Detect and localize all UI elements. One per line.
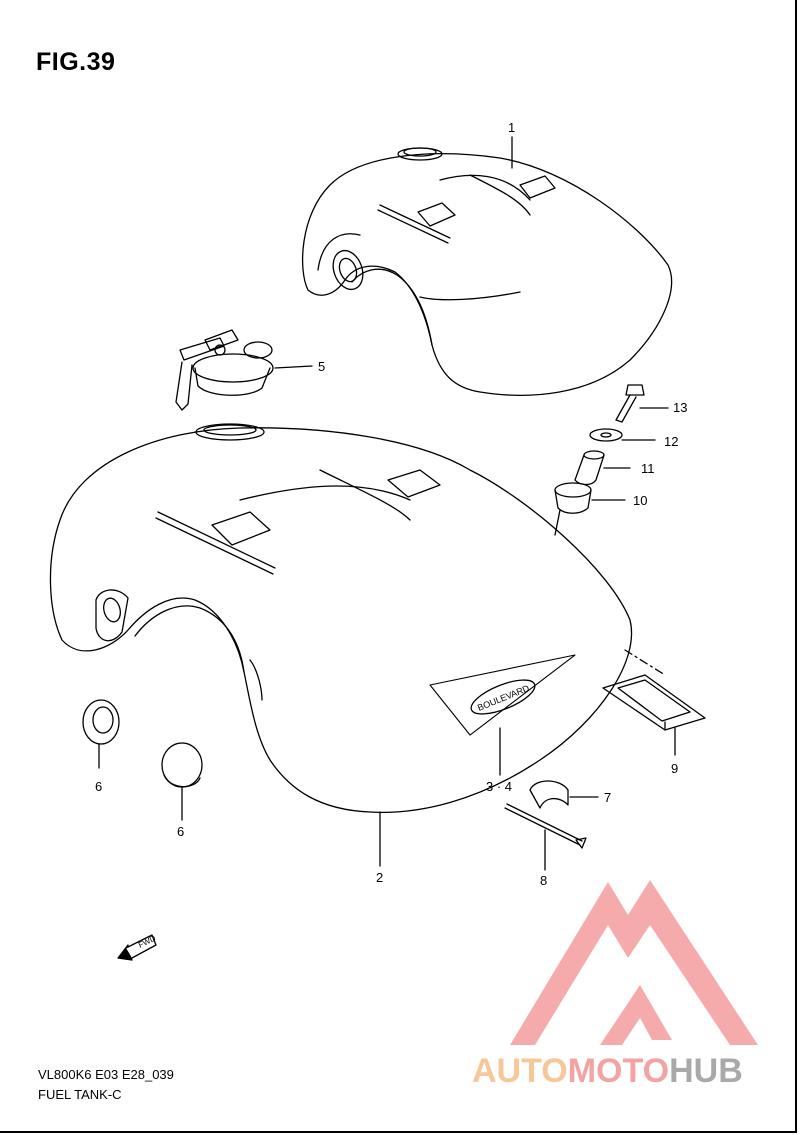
leader-line-5 <box>274 365 313 369</box>
grommet-lower <box>161 742 203 821</box>
fuel-tank-small <box>301 147 673 396</box>
callout-6-lower: 6 <box>177 824 184 839</box>
leader-line-10 <box>554 509 561 536</box>
model-code: VL800K6 E03 E28_039 <box>38 1067 174 1082</box>
bolt-part-13 <box>615 384 669 423</box>
callout-2: 2 <box>376 870 383 885</box>
callout-11: 11 <box>641 461 655 476</box>
watermark-logo-icon <box>510 880 758 1045</box>
clamp-part-7 <box>529 780 599 809</box>
watermark-part-moto: MOTO <box>567 1052 670 1090</box>
fuel-tank-main <box>49 423 633 814</box>
callout-12: 12 <box>664 434 678 449</box>
cushion-pad-part-9 <box>602 649 706 756</box>
callout-5: 5 <box>318 359 325 374</box>
callout-9: 9 <box>671 761 678 776</box>
callout-7: 7 <box>604 790 611 805</box>
watermark-text: AUTOMOTOHUB <box>472 1052 743 1091</box>
grommet-upper <box>82 699 120 769</box>
collar-part-11 <box>574 450 631 486</box>
watermark-part-auto: AUTO <box>472 1052 568 1090</box>
callout-10: 10 <box>633 493 647 508</box>
callout-13: 13 <box>673 400 687 415</box>
callout-6-upper: 6 <box>95 779 102 794</box>
callout-8: 8 <box>540 873 547 888</box>
washer-part-12 <box>589 428 656 442</box>
figure-title: FIG.39 <box>36 48 116 76</box>
watermark-part-hub: HUB <box>669 1052 743 1090</box>
tie-strap-part-8 <box>504 803 587 871</box>
cushion-part-10 <box>554 482 626 514</box>
section-name: FUEL TANK-C <box>38 1087 122 1102</box>
callout-3-4: 3 · 4 <box>486 779 512 794</box>
fwd-arrow-icon <box>117 934 157 961</box>
fuel-cap-with-keys <box>175 329 313 411</box>
callout-1: 1 <box>508 120 515 135</box>
emblem-label: BOULEVARD <box>476 683 531 713</box>
